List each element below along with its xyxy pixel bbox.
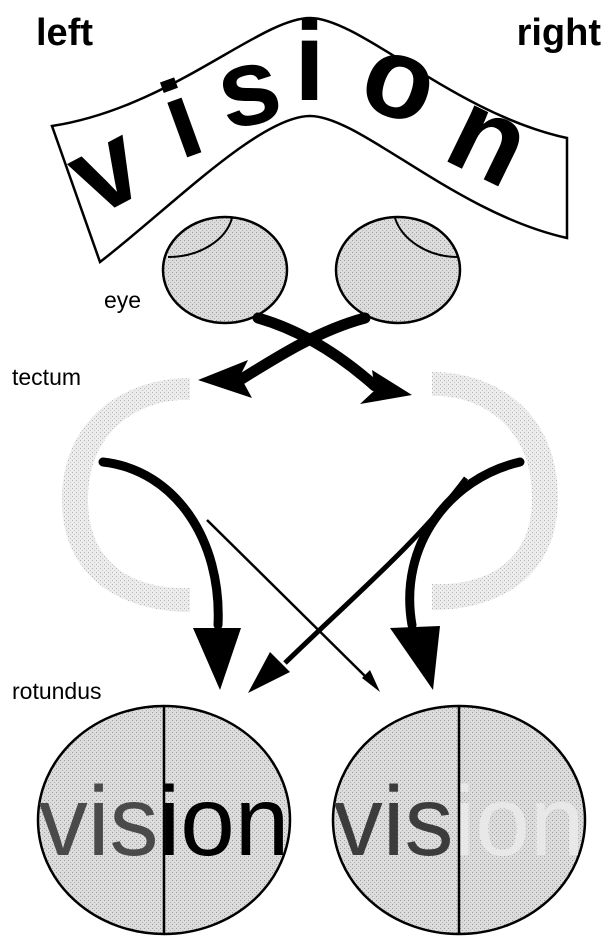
eye-label: eye bbox=[104, 287, 141, 314]
banner-letter-i2: i bbox=[294, 0, 325, 124]
right-eye-to-left-tectum bbox=[240, 318, 365, 380]
right-label: right bbox=[517, 12, 601, 55]
right-tectum bbox=[432, 372, 558, 610]
left-rotundus-arrowhead bbox=[193, 628, 241, 690]
right-rotundus: vision bbox=[333, 706, 585, 934]
left-label: left bbox=[36, 12, 93, 55]
rotundus-label: rotundus bbox=[12, 678, 102, 705]
medium-crossed-arrowhead bbox=[248, 652, 290, 693]
optic-pathways bbox=[240, 318, 375, 386]
thin-crossed-arrowhead bbox=[362, 670, 380, 692]
left-rotundus-word-left: vis bbox=[39, 766, 159, 876]
left-eye bbox=[163, 217, 287, 323]
left-rotundus: vision bbox=[38, 706, 290, 934]
tectum-label: tectum bbox=[12, 364, 81, 391]
right-rotundus-word-right: ion bbox=[454, 766, 585, 876]
right-rotundus-arrowhead bbox=[390, 626, 440, 690]
right-rotundus-word-left: vis bbox=[334, 766, 454, 876]
left-rotundus-word-right: ion bbox=[159, 766, 290, 876]
right-eye bbox=[336, 217, 460, 323]
